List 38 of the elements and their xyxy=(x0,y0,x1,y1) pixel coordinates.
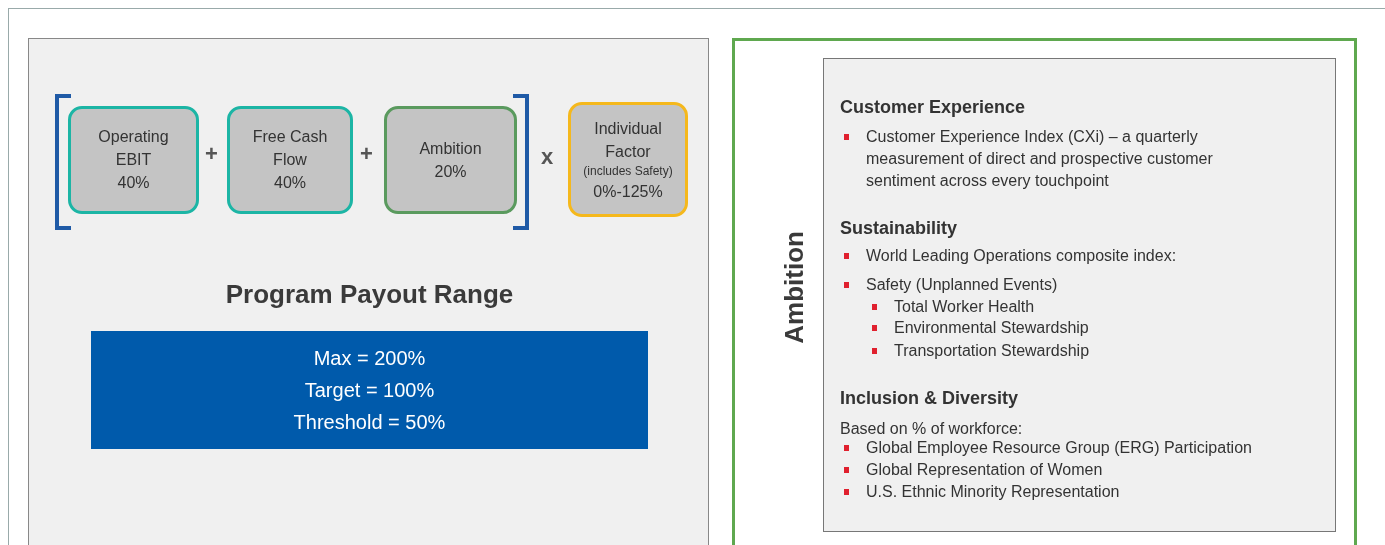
operator-sign: x xyxy=(541,144,554,170)
metric-name: Operating EBIT xyxy=(97,127,170,171)
vertical-heading: Ambition xyxy=(779,231,810,344)
weight-value: 40% xyxy=(116,173,151,194)
metric-box xyxy=(68,106,199,214)
payout-value: Target = 100% xyxy=(304,378,435,403)
weight-value: 40% xyxy=(273,173,307,194)
operator-sign: + xyxy=(360,141,373,167)
bullet-text: Global Representation of Women xyxy=(866,460,1103,480)
metric-name: Individual Factor xyxy=(593,118,663,162)
metric-box xyxy=(227,106,353,214)
weight-value: 20% xyxy=(433,162,468,182)
payout-value: Threshold = 50% xyxy=(293,410,446,435)
bullet-text: World Leading Operations composite index: xyxy=(866,246,1177,266)
bullet-text: Global Employee Resource Group (ERG) Participation xyxy=(866,438,1252,458)
bullet-text: Transportation Stewardship xyxy=(894,341,1090,361)
metric-box xyxy=(384,106,517,214)
operator-sign: + xyxy=(205,141,218,167)
metric-name: Ambition xyxy=(418,138,483,159)
intro-text: Based on % of workforce: xyxy=(840,419,1023,439)
bullet-text: Safety (Unplanned Events) xyxy=(866,275,1058,295)
bullet-text: U.S. Ethnic Minority Representation xyxy=(866,482,1120,502)
metric-name: Free Cash Flow xyxy=(251,127,329,171)
section-heading: Program Payout Range xyxy=(224,279,515,310)
ambition-details-box xyxy=(823,58,1336,532)
payout-range-box xyxy=(91,331,648,449)
factor-box xyxy=(568,102,688,217)
bullet-text: Environmental Stewardship xyxy=(894,318,1089,338)
section-heading: Inclusion & Diversity xyxy=(840,387,1019,409)
metric-note: (includes Safety) xyxy=(582,162,674,180)
payout-value: Max = 200% xyxy=(313,346,426,371)
ambition-panel xyxy=(732,38,1357,545)
bullet-text: Customer Experience Index (CXi) – a quarterly measurement of direct and prospective customer sentiment across every touchpoint xyxy=(866,127,1214,191)
section-heading: Customer Experience xyxy=(840,96,1026,118)
bullet-text: Total Worker Health xyxy=(894,297,1035,317)
section-heading: Sustainability xyxy=(840,217,958,239)
weight-value: 0%-125% xyxy=(592,181,664,202)
panel xyxy=(28,38,709,545)
